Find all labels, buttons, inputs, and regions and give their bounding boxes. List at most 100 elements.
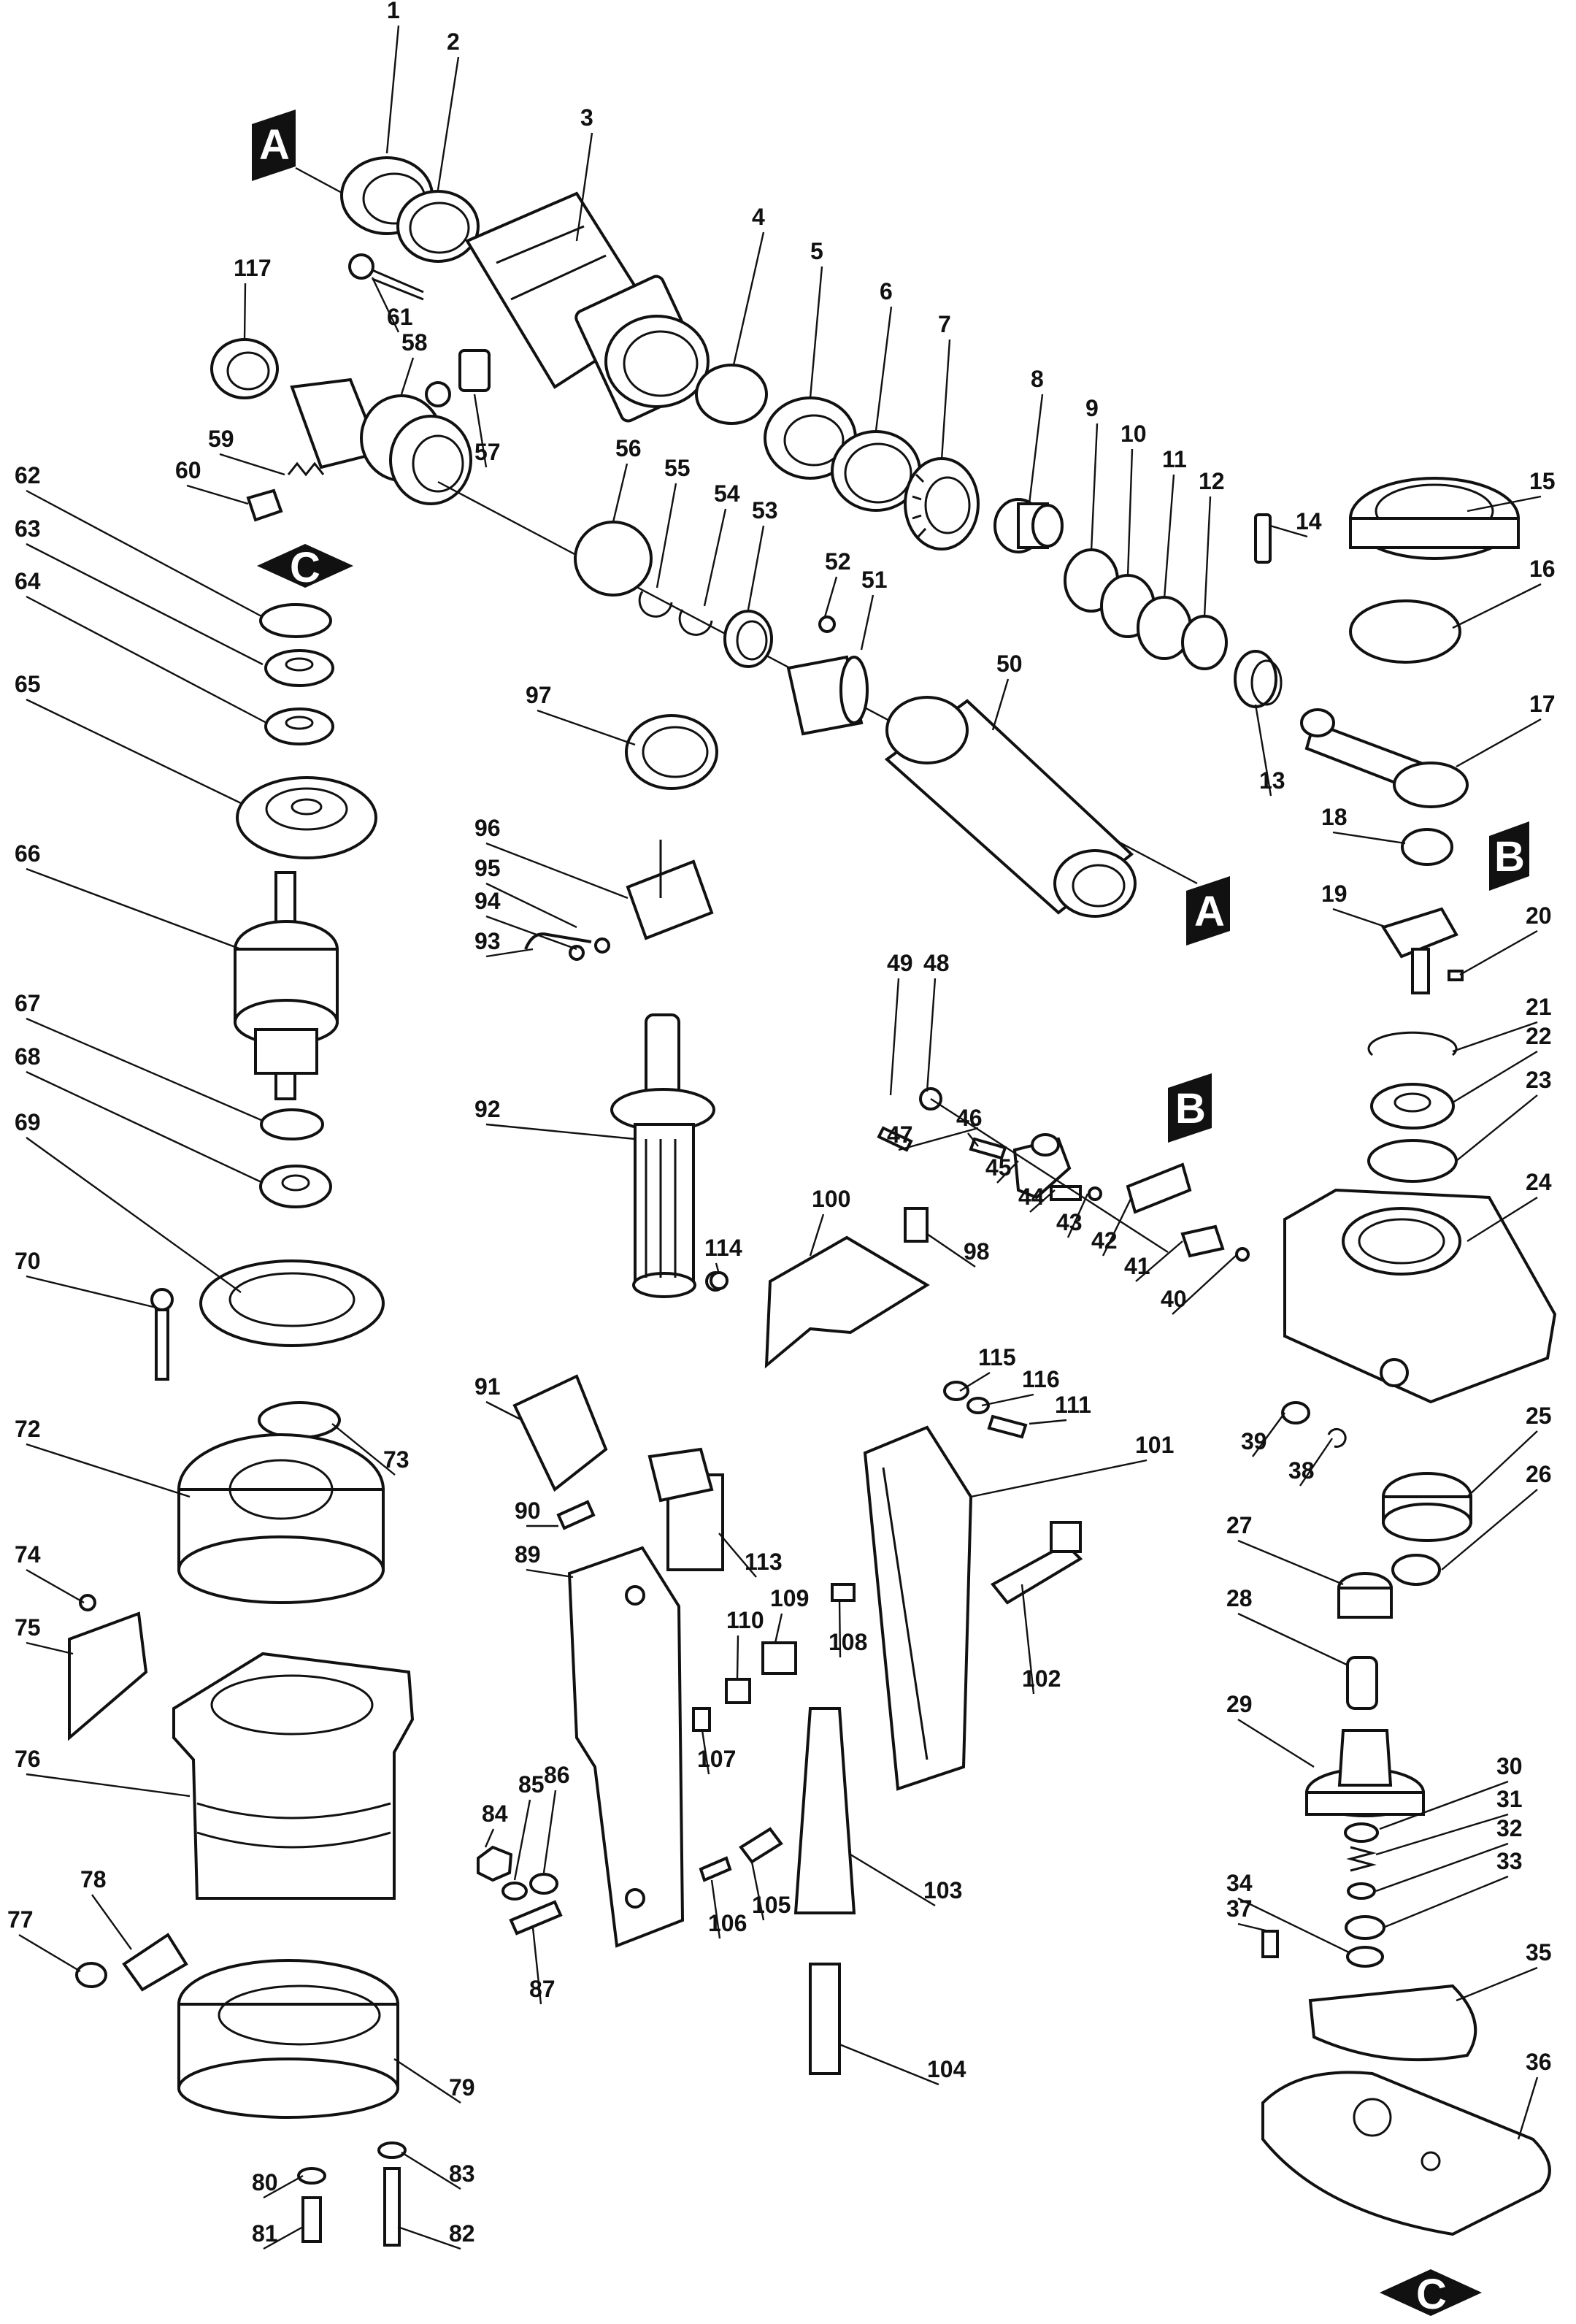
part-label-p78: 78 [80,1866,107,1892]
leader-line-p95 [485,882,577,929]
part-label-p110: 110 [726,1607,764,1633]
part-label-p36: 36 [1526,2049,1552,2075]
leader-line-p115 [959,1371,991,1392]
part-label-p107: 107 [697,1746,736,1772]
part-label-p26: 26 [1526,1461,1552,1487]
leader-line-p13 [1254,704,1272,797]
part-label-p18: 18 [1321,804,1348,830]
leader-line-p91 [485,1400,523,1422]
part-label-p25: 25 [1526,1403,1552,1429]
leader-line-p100 [809,1213,825,1257]
part-label-p93: 93 [474,928,501,954]
leader-line-p82 [397,2225,461,2250]
leader-line-p32 [1375,1842,1509,1892]
part-label-p113: 113 [745,1549,783,1575]
part-label-p10: 10 [1121,421,1147,447]
leader-line-p19 [1332,908,1388,929]
leader-line-p21 [1452,1021,1538,1053]
part-label-p87: 87 [529,1976,556,2002]
part-label-p109: 109 [770,1585,809,1611]
leader-line-p38 [1299,1438,1333,1487]
marker-c-left: C [257,544,353,591]
leader-line-p34 [1237,1897,1351,1955]
part-label-p102: 102 [1022,1665,1061,1692]
leader-line-p105 [750,1861,765,1921]
leader-line-p116 [981,1393,1034,1407]
leader-line-p107 [701,1730,710,1775]
motor-assembly [68,603,415,2247]
leader-line-p79 [393,2058,461,2104]
leader-line-p89 [526,1568,574,1579]
part-label-p91: 91 [474,1373,501,1400]
part-label-p3: 3 [580,104,593,131]
leader-line-p111 [1029,1419,1067,1425]
leader-line-p18 [1332,831,1406,845]
svg-text:A: A [1194,888,1225,935]
part-label-p57: 57 [474,439,501,465]
leader-line-p50 [991,678,1010,731]
leader-line-p58 [400,357,415,395]
part-label-p52: 52 [825,548,851,575]
part-label-p117: 117 [234,255,272,281]
leader-line-p8 [1028,394,1044,505]
part-label-p4: 4 [752,204,765,230]
leader-line-p14 [1269,524,1308,538]
part-label-p34: 34 [1226,1870,1253,1896]
part-label-p64: 64 [15,568,41,594]
part-label-p66: 66 [15,840,41,867]
piston-assembly [210,338,1198,918]
leader-line-p4 [732,231,765,366]
leader-line-p2 [437,56,460,191]
part-label-p85: 85 [518,1771,545,1798]
part-label-p101: 101 [1135,1432,1174,1458]
part-label-p84: 84 [482,1800,508,1827]
leader-line-p101 [970,1459,1148,1498]
leader-line-p97 [537,709,636,746]
part-label-p82: 82 [449,2220,475,2247]
part-label-p104: 104 [927,2056,966,2082]
leader-line-p35 [1456,1966,1538,2002]
part-label-p61: 61 [387,304,413,330]
part-label-p51: 51 [861,567,888,593]
part-label-p111: 111 [1055,1392,1091,1418]
part-label-p27: 27 [1226,1512,1253,1538]
part-label-p53: 53 [752,497,778,524]
part-label-p29: 29 [1226,1691,1253,1717]
leader-line-p113 [718,1533,757,1578]
leader-line-p52 [823,576,838,618]
leader-line-p87 [531,1927,542,2005]
part-label-p100: 100 [812,1186,850,1212]
leader-line-p81 [263,2225,304,2250]
leader-line-p64 [26,595,267,724]
rear-handle-assembly [477,1207,1083,2075]
leader-line-p30 [1379,1780,1509,1830]
part-label-p45: 45 [985,1154,1012,1181]
part-label-p62: 62 [15,462,41,488]
part-label-p74: 74 [15,1541,41,1568]
part-label-p24: 24 [1526,1169,1552,1195]
part-label-p86: 86 [544,1762,570,1788]
part-label-p49: 49 [887,950,913,976]
part-label-p94: 94 [474,888,501,914]
part-label-p98: 98 [964,1238,990,1265]
leader-line-p39 [1252,1412,1285,1457]
part-label-p80: 80 [252,2169,278,2195]
leader-line-p9 [1090,423,1099,552]
leader-line-p65 [26,698,242,805]
part-label-p40: 40 [1161,1286,1187,1312]
leader-line-p77 [18,1933,81,1973]
leader-line-p53 [747,525,765,610]
leader-line-p54 [703,508,727,607]
leader-line-p26 [1441,1489,1538,1571]
part-label-p1: 1 [387,0,400,23]
part-label-p116: 116 [1022,1366,1060,1392]
leader-line-p31 [1375,1813,1509,1856]
leader-line-p6 [875,306,893,432]
leader-line-p70 [26,1275,154,1308]
part-label-p81: 81 [252,2220,278,2247]
part-label-p39: 39 [1241,1428,1267,1454]
part-label-p2: 2 [447,28,460,55]
leader-line-p24 [1467,1196,1538,1243]
leader-line-p28 [1237,1612,1348,1666]
leader-line-p41 [1135,1240,1183,1282]
